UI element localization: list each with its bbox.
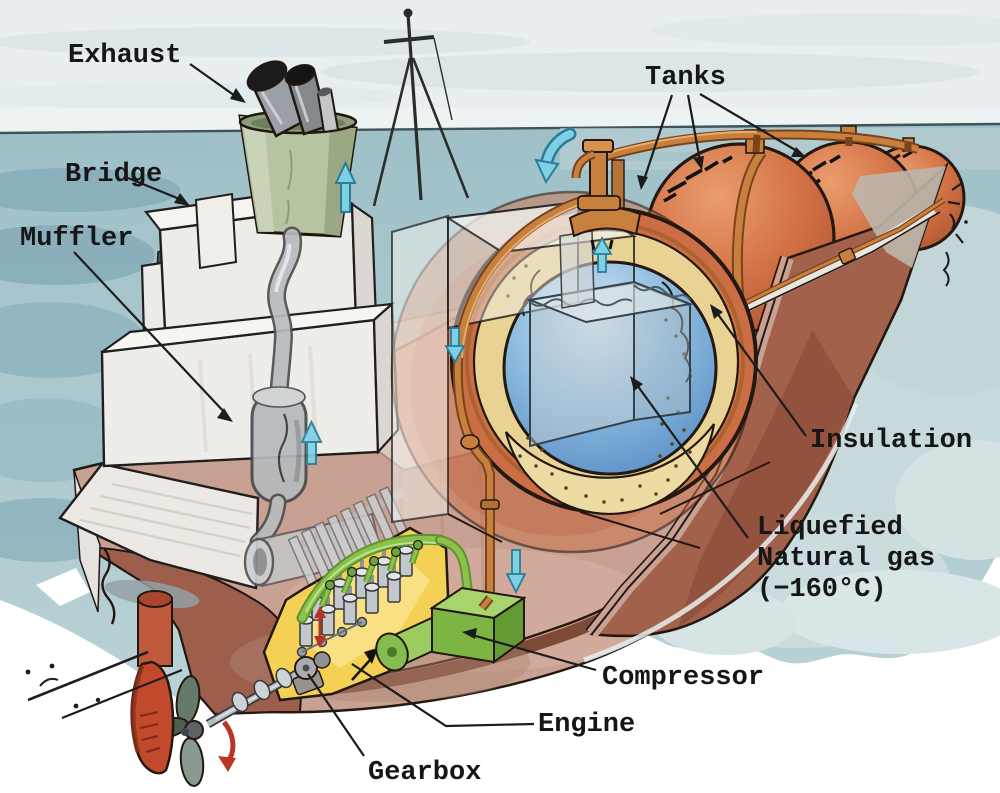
label-lng-line1: Liquefied xyxy=(757,513,903,543)
label-lng-line3: (−160°C) xyxy=(757,575,887,605)
label-engine: Engine xyxy=(538,710,635,740)
propeller-rotation-arrow xyxy=(218,720,236,772)
flow-up-arrow-muffler xyxy=(300,419,323,465)
flow-up-arrow-funnel xyxy=(334,160,357,213)
bridge-leader xyxy=(127,176,190,206)
insulation-saddle xyxy=(504,423,716,516)
muffler-leader xyxy=(73,251,233,422)
tank-dome xyxy=(568,139,642,251)
muffler-assembly xyxy=(243,226,410,589)
flow-curved-arrow-top xyxy=(534,127,577,185)
label-compressor: Compressor xyxy=(602,663,764,693)
label-bridge: Bridge xyxy=(65,160,162,190)
label-lng-line2: Natural gas xyxy=(757,544,935,574)
gearbox-unit xyxy=(292,651,331,696)
gearbox-leader xyxy=(307,673,365,757)
tanks-leaders xyxy=(637,93,806,190)
compressor-unit xyxy=(375,586,527,672)
insulation-leader xyxy=(710,304,807,437)
compressor-leader xyxy=(462,628,597,672)
propulsion xyxy=(130,590,331,787)
exhaust-leader xyxy=(189,63,246,103)
label-muffler: Muffler xyxy=(20,224,133,254)
horizon-line xyxy=(0,122,1000,135)
lng-leader xyxy=(630,376,749,539)
hold-edge-lines xyxy=(447,461,771,549)
piston-motion-arrow xyxy=(314,606,326,648)
engine-leader xyxy=(351,663,535,728)
liquid-surface-block xyxy=(526,230,694,448)
gas-supply-manifold xyxy=(296,533,473,624)
exhaust-pipes xyxy=(246,60,340,138)
leader-lines xyxy=(73,63,807,757)
flow-down-arrow-compressor xyxy=(505,549,527,595)
labels: Exhaust Bridge Muffler Tanks Insulation … xyxy=(20,41,972,788)
label-exhaust: Exhaust xyxy=(68,41,181,71)
splash-marks xyxy=(25,182,968,720)
rudder xyxy=(130,590,175,775)
funnel xyxy=(238,109,358,238)
radar-mast xyxy=(372,8,470,207)
label-insulation: Insulation xyxy=(810,426,972,456)
flow-down-arrow-ring xyxy=(444,327,466,364)
label-gearbox: Gearbox xyxy=(368,758,481,788)
label-tanks: Tanks xyxy=(645,63,726,93)
insulation-speckles xyxy=(506,264,692,504)
flow-up-arrow-dome xyxy=(591,236,613,273)
